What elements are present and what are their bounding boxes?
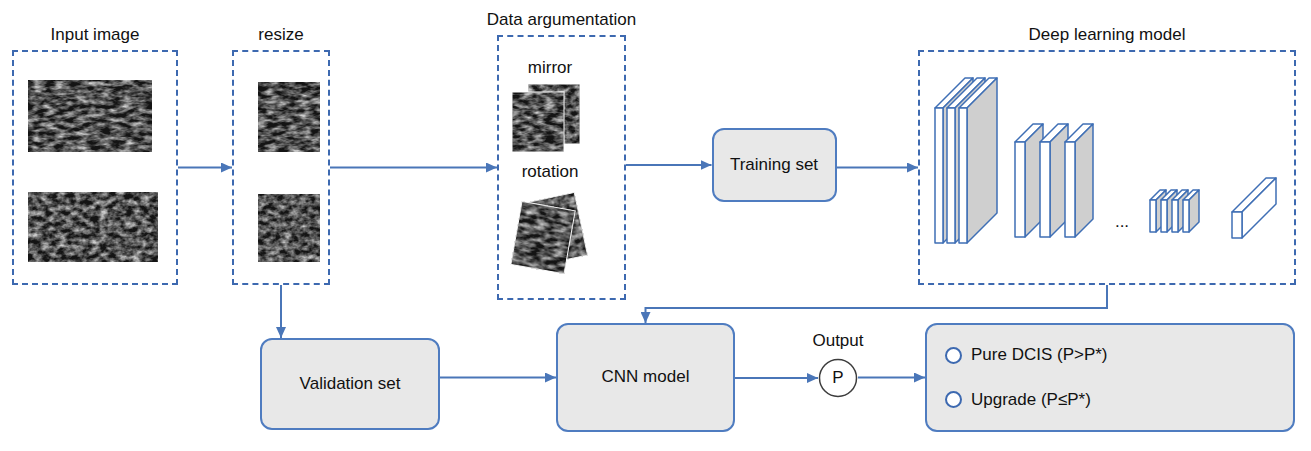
cnn-layers <box>935 78 1276 243</box>
flow-arrow <box>858 377 925 379</box>
flow-arrow <box>646 285 1108 323</box>
circle-center: P <box>818 358 858 398</box>
option-text: Upgrade (P≤P*) <box>971 390 1091 410</box>
flow-arrow <box>735 377 818 379</box>
option-row: Pure DCIS (P>P*) <box>945 345 1279 365</box>
output-symbol: P <box>832 368 843 388</box>
stage-box: Input image <box>12 50 178 285</box>
flow-arrow <box>178 167 232 169</box>
stage-box: resize <box>232 50 330 285</box>
stage-title: Deep learning model <box>860 25 1311 45</box>
option-row: Upgrade (P≤P*) <box>945 390 1279 410</box>
process-box: Validation set <box>260 338 440 430</box>
stage-title: resize <box>174 25 388 45</box>
process-box: CNN model <box>556 323 735 432</box>
flow-arrow <box>440 377 556 379</box>
option-text: Pure DCIS (P>P*) <box>971 345 1108 365</box>
ultrasound-image <box>512 84 580 152</box>
box-text: CNN model <box>602 367 690 387</box>
box-text: Training set <box>730 155 818 175</box>
circle-shape <box>820 360 857 397</box>
ultrasound-image <box>258 82 320 262</box>
ellipsis: ... <box>1115 212 1129 232</box>
ultrasound-image <box>511 193 588 274</box>
result-box: Pure DCIS (P>P*) Upgrade (P≤P*) <box>925 323 1295 432</box>
process-box: Training set <box>712 128 837 202</box>
box-text: Validation set <box>300 374 401 394</box>
stage-box: Deep learning model <box>918 50 1296 285</box>
flow-arrow <box>626 164 712 166</box>
ultrasound-image <box>28 80 158 262</box>
stage-title: Input image <box>0 25 236 45</box>
output-title: Output <box>758 331 918 351</box>
radio-icon <box>945 347 962 364</box>
augment-label: mirror <box>528 58 572 78</box>
augment-label: rotation <box>522 162 579 182</box>
stage-title: Data argumentation <box>439 10 684 30</box>
radio-icon <box>945 391 962 408</box>
flow-arrow <box>837 167 919 169</box>
output-circle: OutputP <box>818 358 858 398</box>
flow-arrow <box>330 167 497 169</box>
flow-arrow <box>280 285 282 338</box>
